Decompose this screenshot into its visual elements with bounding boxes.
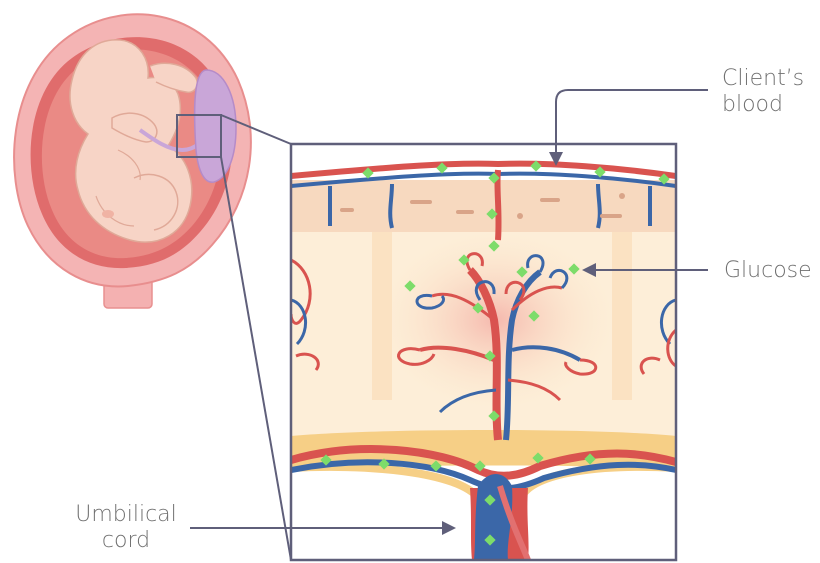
label-client-blood: Client’s blood bbox=[722, 66, 804, 118]
placenta-cross-section bbox=[291, 144, 676, 560]
label-glucose: Glucose bbox=[724, 258, 812, 284]
label-umbilical-cord: Umbilical cord bbox=[70, 502, 182, 554]
uterus-illustration bbox=[14, 14, 251, 308]
